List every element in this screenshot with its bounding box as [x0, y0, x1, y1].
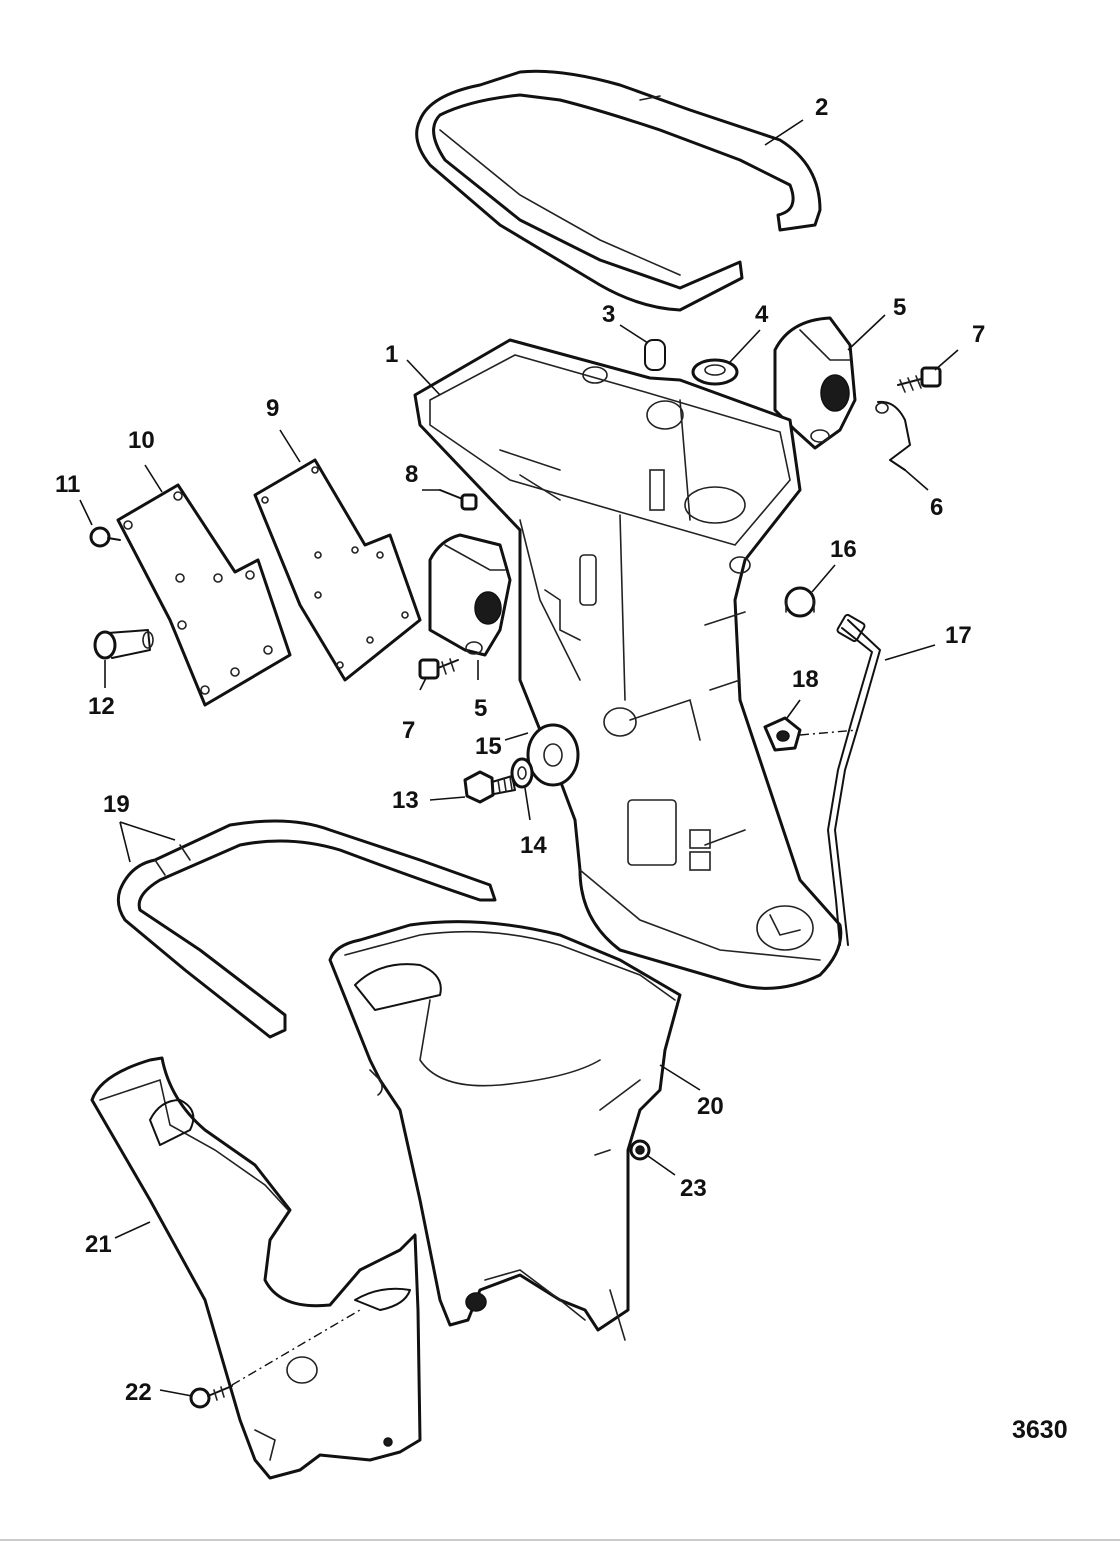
- water-tube-part-17: [827, 613, 881, 946]
- leader-lines: [79, 119, 959, 1397]
- callout-6: 6: [930, 494, 943, 521]
- callout-18: 18: [792, 666, 819, 693]
- bracket-part-6: [875, 400, 911, 471]
- screw-part-7-upper: [897, 366, 942, 393]
- callout-14: 14: [520, 832, 547, 859]
- callout-2: 2: [815, 94, 828, 121]
- callout-1: 1: [385, 341, 398, 368]
- driveshaft-housing-part-1: [413, 338, 843, 990]
- right-lower-cowl-part-20: [328, 920, 682, 1341]
- plug-part-16: [784, 586, 816, 618]
- lower-seal-part-19: [116, 819, 497, 1039]
- callout-4: 4: [755, 301, 769, 328]
- callout-15: 15: [475, 733, 502, 760]
- fitting-part-12: [93, 629, 154, 660]
- callout-22: 22: [125, 1379, 152, 1406]
- screw-part-11: [89, 526, 121, 548]
- callout-19: 19: [103, 791, 130, 818]
- callout-3: 3: [602, 301, 615, 328]
- callout-5-lower: 5: [474, 695, 487, 722]
- dowel-pin-part-3: [644, 339, 666, 371]
- callout-11: 11: [55, 471, 80, 498]
- callout-labels: 1 2 3 4 5 7 6 8 9 10 11 12 7 5 15 13 14 …: [55, 94, 1068, 1444]
- callout-10: 10: [128, 427, 155, 454]
- upper-mount-part-5: [773, 316, 857, 450]
- screw-part-8: [439, 489, 478, 511]
- callout-16: 16: [830, 536, 857, 563]
- callout-7-upper: 7: [972, 321, 985, 348]
- callout-12: 12: [88, 693, 115, 720]
- gasket-part-9: [253, 458, 422, 682]
- bolt-part-13: [463, 770, 516, 804]
- cover-plate-part-10: [116, 483, 292, 707]
- callout-13: 13: [392, 787, 419, 814]
- callout-17: 17: [945, 622, 972, 649]
- tube-grommet-part-18: [763, 716, 859, 752]
- lower-mount-part-5: [428, 533, 512, 657]
- callout-21: 21: [85, 1231, 112, 1258]
- callout-5-upper: 5: [893, 294, 906, 321]
- callout-8: 8: [405, 461, 418, 488]
- washer-part-14: [510, 757, 534, 789]
- left-lower-cowl-part-21: [90, 1056, 422, 1480]
- callout-20: 20: [697, 1093, 724, 1120]
- grommet-part-4: [691, 358, 739, 386]
- washer-part-15: [526, 723, 580, 787]
- screw-part-22: [189, 1309, 361, 1409]
- callout-7-lower: 7: [402, 717, 415, 744]
- figure-number: 3630: [1012, 1416, 1068, 1444]
- callout-9: 9: [266, 395, 279, 422]
- callout-23: 23: [680, 1175, 707, 1202]
- nut-part-23: [629, 1139, 651, 1161]
- top-seal-part-2: [415, 69, 822, 312]
- screw-part-7-lower: [418, 658, 459, 680]
